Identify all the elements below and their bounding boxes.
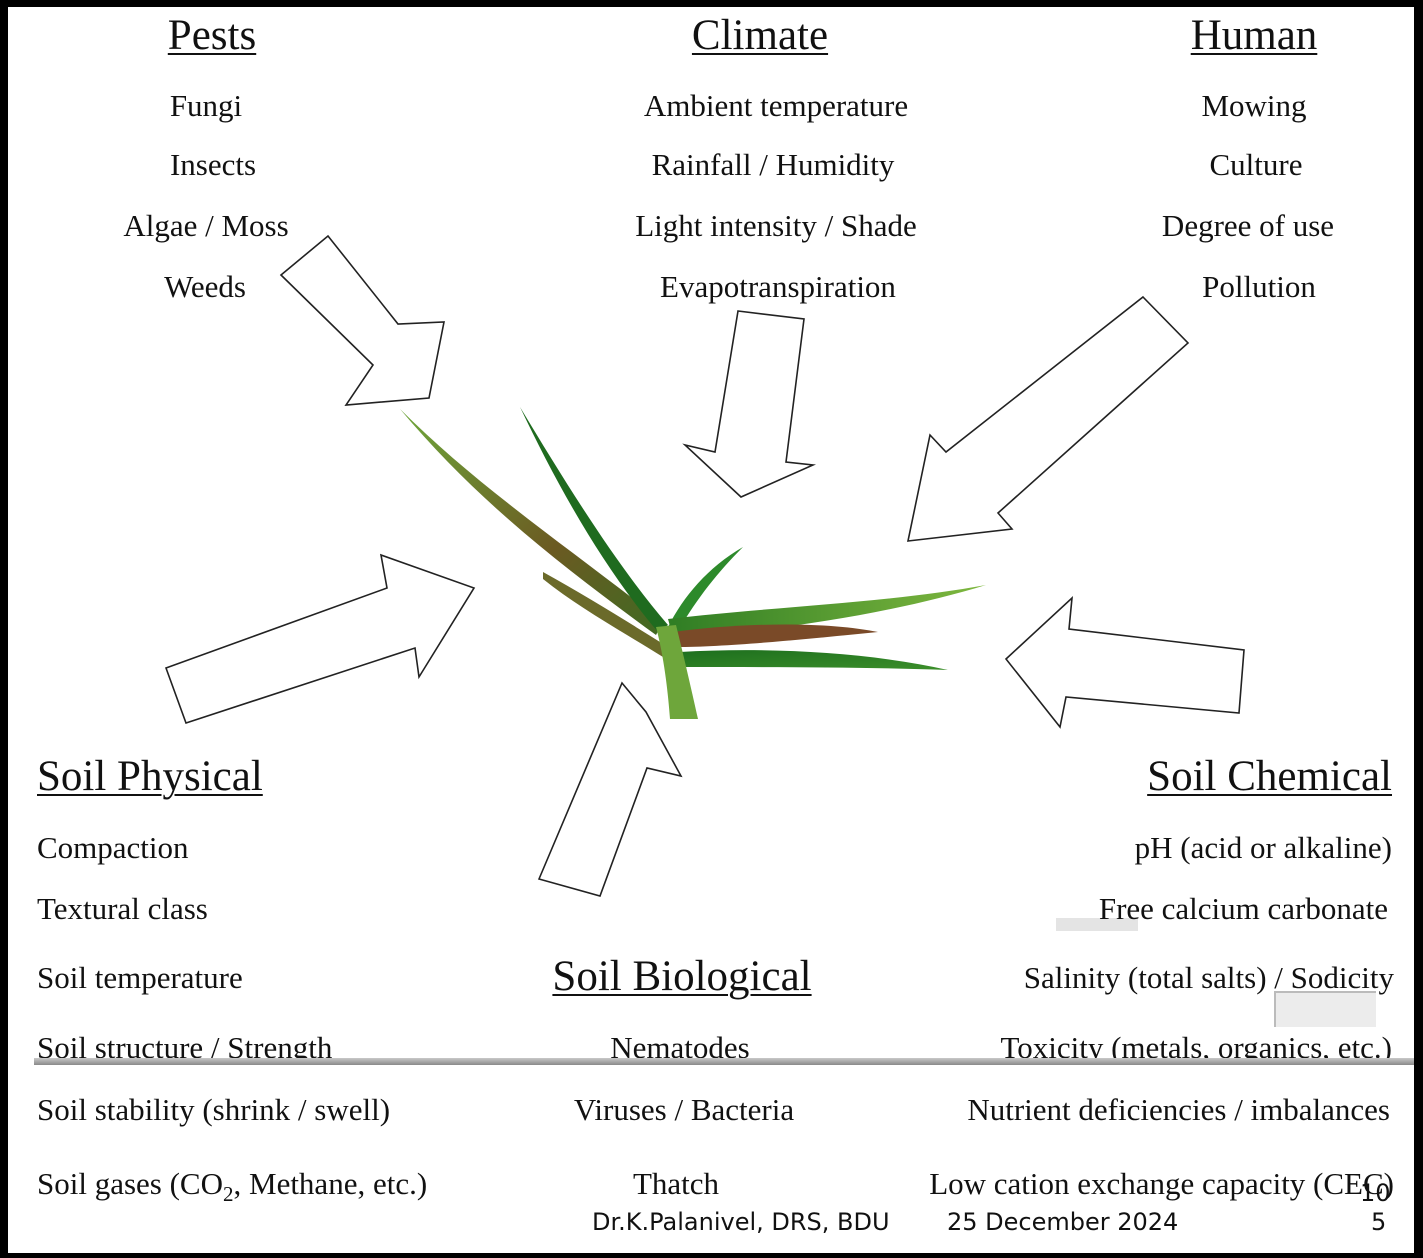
climate-item-evapotranspiration: Evapotranspiration [660,271,896,302]
climate-item-rainfall-humidity: Rainfall / Humidity [652,149,895,180]
footer-author: Dr.K.Palanivel, DRS, BDU [592,1210,890,1234]
soil-chemical-item-nutrient-deficiencies: Nutrient deficiencies / imbalances [967,1094,1390,1125]
leaf-tall [520,407,668,632]
soil-chemical-heading: Soil Chemical [1147,755,1392,798]
climate-heading: Climate [692,14,828,57]
footer-page-number-line1: 10 [1360,1181,1391,1205]
leaf-right-lower [680,650,948,670]
soil-physical-item-compaction: Compaction [37,832,189,863]
soil-chemical-item-ph: pH (acid or alkaline) [1135,832,1392,863]
climate-item-ambient-temperature: Ambient temperature [644,90,908,121]
grass-plant-image [8,7,1414,1253]
pests-item-algae-moss: Algae / Moss [123,210,288,241]
human-item-degree-of-use: Degree of use [1162,210,1334,241]
soil-physical-heading: Soil Physical [37,755,263,798]
soil-biological-item-viruses-bacteria: Viruses / Bacteria [574,1094,794,1125]
footer-date: 25 December 2024 [947,1210,1178,1234]
soil-gases-prefix: Soil gases (CO [37,1166,223,1201]
soil-gases-subscript: 2 [223,1182,234,1206]
pests-heading: Pests [168,14,256,57]
separator-line [34,1058,1414,1065]
soil-physical-item-soil-gases: Soil gases (CO2, Methane, etc.) [37,1168,427,1205]
soil-physical-item-soil-stability: Soil stability (shrink / swell) [37,1094,390,1125]
soil-physical-item-soil-temperature: Soil temperature [37,962,243,993]
soil-biological-heading: Soil Biological [552,955,811,998]
human-item-culture: Culture [1210,149,1303,180]
pests-item-fungi: Fungi [170,90,242,121]
soil-chemical-item-salinity-sodicity: Salinity (total salts) / Sodicity [1024,962,1394,993]
soil-chemical-item-free-calcium-carbonate: Free calcium carbonate [1099,893,1388,924]
soil-physical-item-textural-class: Textural class [37,893,208,924]
climate-item-light-intensity: Light intensity / Shade [635,210,917,241]
pests-item-insects: Insects [170,149,256,180]
soil-gases-suffix: , Methane, etc.) [234,1166,428,1201]
leaf-long-left [400,409,663,635]
human-heading: Human [1191,14,1318,57]
human-item-pollution: Pollution [1202,271,1316,302]
soil-biological-item-thatch: Thatch [633,1168,719,1199]
slide-artifact-box [1274,991,1376,1027]
slide: Pests Fungi Insects Algae / Moss Weeds C… [8,7,1414,1253]
pests-item-weeds: Weeds [164,271,246,302]
human-item-mowing: Mowing [1201,90,1306,121]
footer-page-number-line2: 5 [1371,1210,1386,1234]
soil-chemical-item-low-cec: Low cation exchange capacity (CEC) [929,1168,1394,1199]
